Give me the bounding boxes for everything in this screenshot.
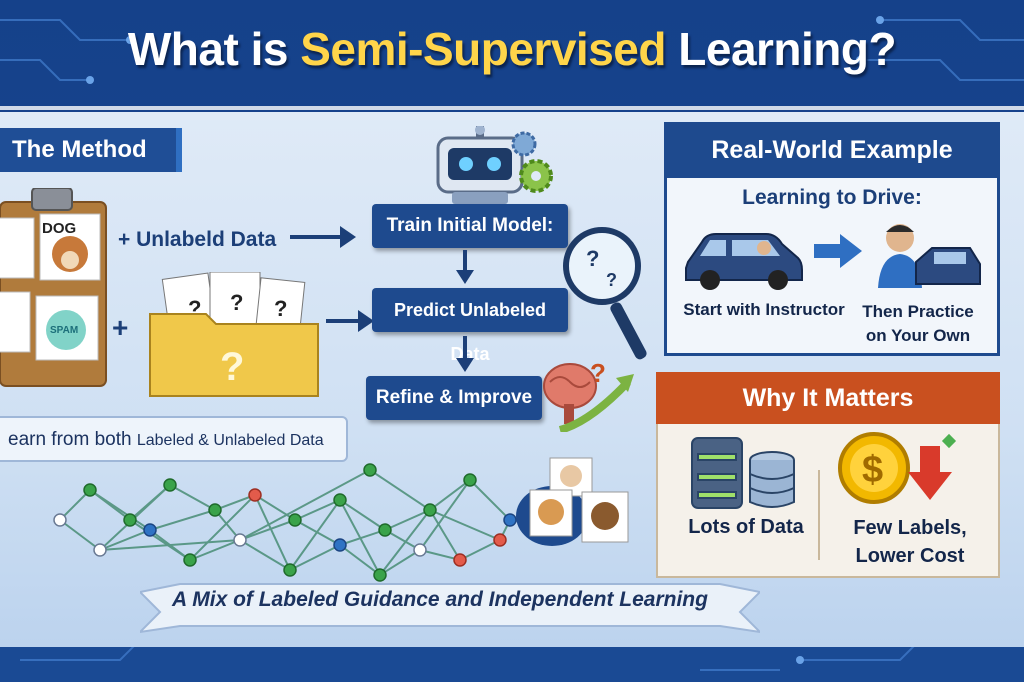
- clipboard-icon: [0, 188, 107, 387]
- learn-summary: earn from both Labeled & Unlabeled Data: [0, 416, 348, 462]
- page-title: What is Semi-Supervised Learning?: [127, 23, 897, 75]
- driver-icon: [878, 224, 981, 288]
- few-labels-label: Few Labels,Lower Cost: [853, 517, 967, 567]
- spam-card-label: SPAM: [50, 325, 79, 336]
- step-train-box: Train Initial Model:: [372, 204, 568, 248]
- step1-label: Start with Instructor: [683, 300, 845, 319]
- network-graph: [53, 463, 517, 582]
- arrow-to-predict: [326, 310, 374, 332]
- svg-text:?: ?: [586, 246, 599, 271]
- arrow-down-2: [456, 336, 474, 372]
- down-arrow-icon: [908, 433, 957, 500]
- svg-text:?: ?: [590, 358, 606, 388]
- real-world-heading: Real-World Example: [664, 122, 1000, 178]
- arrow-down-1: [456, 250, 474, 284]
- car-icon: [685, 233, 803, 290]
- svg-text:?: ?: [274, 296, 287, 321]
- coin-icon: $: [838, 432, 910, 504]
- database-icon: [691, 437, 795, 509]
- arrow-to-train: [290, 226, 356, 248]
- step-refine-box: Refine & Improve: [366, 376, 542, 420]
- folder-icon: ? ? ? ?: [149, 272, 319, 397]
- photos-icon: [516, 457, 629, 546]
- brain-icon: ?: [543, 358, 634, 432]
- dog-card-label: DOG: [42, 220, 77, 237]
- svg-text:?: ?: [220, 345, 244, 389]
- arrow-right-icon: [814, 234, 862, 268]
- lots-of-data-label: Lots of Data: [688, 516, 804, 538]
- ribbon-text: A Mix of Labeled Guidance and Independen…: [172, 588, 708, 611]
- magnifier-icon: ? ?: [563, 227, 647, 360]
- robot-icon: [436, 126, 524, 204]
- method-heading: The Method: [0, 128, 182, 172]
- why-divider: [818, 470, 820, 560]
- svg-text:?: ?: [230, 290, 243, 315]
- plus-sign: +: [112, 312, 129, 343]
- svg-text:?: ?: [606, 270, 617, 290]
- step-predict-box: Predict Unlabeled Data: [372, 288, 568, 364]
- svg-text:$: $: [862, 449, 883, 491]
- real-world-subtitle: Learning to Drive:: [742, 186, 922, 209]
- gear-icon: [511, 131, 553, 193]
- ribbon-banner: [140, 583, 760, 634]
- plus-unlabeled-label: + Unlabeld Data: [118, 228, 277, 251]
- why-heading: Why It Matters: [656, 372, 1000, 424]
